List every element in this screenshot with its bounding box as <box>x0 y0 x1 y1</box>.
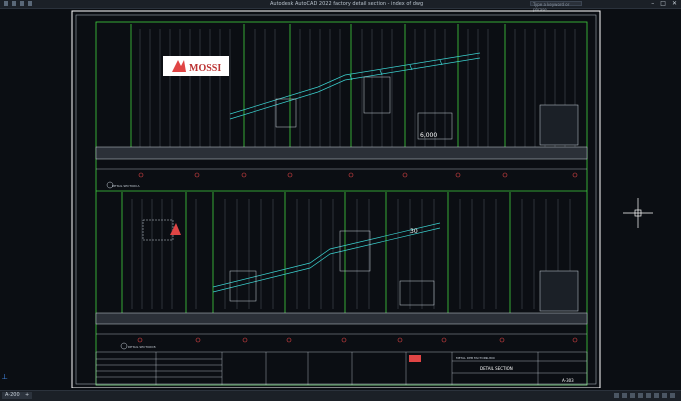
top-section-grid <box>139 29 576 147</box>
sheet-border <box>71 10 601 388</box>
drawing-canvas[interactable]: MOSSI 6,000 DETAIL SECTION A <box>0 9 681 388</box>
workspace-gear-icon[interactable] <box>662 393 667 398</box>
dimension-label-b: 30 <box>410 228 418 235</box>
logo-text: MOSSI <box>189 63 221 74</box>
title-block <box>95 351 588 386</box>
bottom-logo-placeholder <box>142 219 174 241</box>
ucs-icon: ⟂ <box>2 372 8 381</box>
bottom-section-grid <box>131 199 571 309</box>
quick-access-toolbar <box>4 1 32 6</box>
top-equipment <box>275 76 579 146</box>
bottom-logo-mark <box>170 223 181 235</box>
bottom-floor-slab <box>95 312 588 325</box>
dimension-label-a: 6,000 <box>420 132 437 139</box>
maximize-button[interactable]: □ <box>660 0 666 7</box>
top-conveyor-truss <box>229 52 481 120</box>
section-marker-1 <box>106 181 114 189</box>
sheet-title: DETAIL SECTION <box>480 366 513 371</box>
section-marker-2 <box>120 342 128 350</box>
bottom-section-columns <box>121 192 511 313</box>
annotation-scale-icon[interactable] <box>654 393 659 398</box>
top-section-columns <box>130 24 506 147</box>
close-button[interactable]: ✕ <box>671 0 677 7</box>
logo-mark <box>172 60 186 72</box>
layout-tab[interactable]: A-200 <box>2 392 23 399</box>
status-bar: A-200 + <box>0 390 681 401</box>
search-input[interactable]: Type a keyword or phrase <box>530 1 582 12</box>
grid-toggle-icon[interactable] <box>614 393 619 398</box>
open-icon[interactable] <box>12 1 16 6</box>
window-controls: – □ ✕ <box>651 0 677 8</box>
section-label-1: DETAIL SECTION A <box>112 184 141 188</box>
window-title: Autodesk AutoCAD 2022 factory detail sec… <box>270 1 424 7</box>
snap-toggle-icon[interactable] <box>622 393 627 398</box>
minimize-button[interactable]: – <box>651 0 655 7</box>
project-name: METAL DEB FACTORY <box>456 356 488 360</box>
osnap-toggle-icon[interactable] <box>646 393 651 398</box>
sheet-number: A-303 <box>562 378 574 383</box>
title-bar: Autodesk AutoCAD 2022 factory detail sec… <box>0 0 681 12</box>
undo-icon[interactable] <box>28 1 32 6</box>
save-icon[interactable] <box>20 1 24 6</box>
cursor-crosshair <box>623 198 653 228</box>
polar-toggle-icon[interactable] <box>638 393 643 398</box>
title-block-logo <box>409 355 421 362</box>
section-label-2: DETAIL SECTION B <box>128 345 156 349</box>
ortho-toggle-icon[interactable] <box>630 393 635 398</box>
sheet-ref: A-800 <box>486 356 495 360</box>
top-grid-bubbles <box>138 172 578 178</box>
status-toggles <box>614 393 675 398</box>
bottom-grid-bubbles <box>137 337 578 343</box>
new-icon[interactable] <box>4 1 8 6</box>
bottom-conveyor-truss <box>212 222 441 293</box>
sheet-inner-border <box>75 14 597 385</box>
top-floor-slab <box>95 146 588 160</box>
add-layout-tab[interactable]: + <box>22 392 33 399</box>
customize-menu-icon[interactable] <box>670 393 675 398</box>
bottom-equipment <box>229 230 579 312</box>
